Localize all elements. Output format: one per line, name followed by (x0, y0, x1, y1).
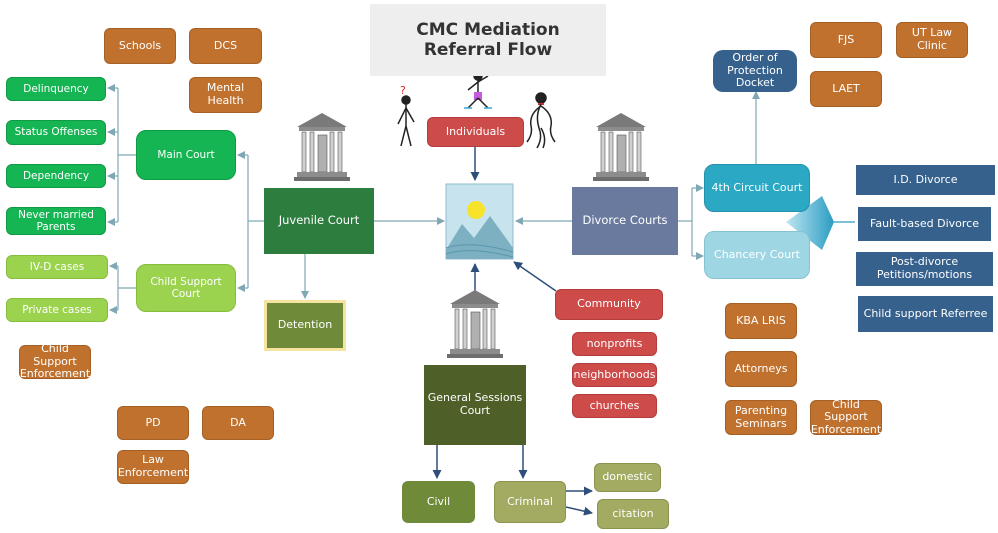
node-pd[interactable]: PD (117, 406, 189, 440)
node-main-court[interactable]: Main Court (136, 130, 236, 180)
node-id-divorce[interactable]: I.D. Divorce (856, 165, 995, 195)
courthouse-icon (593, 113, 649, 181)
node-general-sessions-court[interactable]: General Sessions Court (424, 365, 526, 445)
node-ut-law-clinic[interactable]: UT Law Clinic (896, 22, 968, 58)
node-da[interactable]: DA (202, 406, 274, 440)
node-child-support-enforcement-right[interactable]: Child Support Enforcement (810, 397, 882, 436)
node-citation[interactable]: citation (597, 499, 669, 529)
node-chancery-court[interactable]: Chancery Court (704, 231, 810, 279)
big-arrow-icon (786, 196, 855, 250)
node-child-support-court[interactable]: Child Support Court (136, 264, 236, 312)
node-delinquency[interactable]: Delinquency (6, 77, 106, 101)
node-dcs[interactable]: DCS (189, 28, 262, 64)
node-schools[interactable]: Schools (104, 28, 176, 64)
node-fourth-circuit-court[interactable]: 4th Circuit Court (704, 164, 810, 212)
node-child-support-referee[interactable]: Child support Referree (858, 296, 993, 332)
node-law-enforcement[interactable]: Law Enforcement (117, 450, 189, 484)
svg-text:?: ? (400, 84, 406, 97)
mediation-center-image (445, 183, 514, 260)
person-icon (526, 92, 556, 149)
node-mental-health[interactable]: Mental Health (189, 77, 262, 113)
node-juvenile-court[interactable]: Juvenile Court (264, 188, 374, 254)
node-neighborhoods[interactable]: neighborhoods (572, 363, 657, 387)
page-title: CMC Mediation Referral Flow (370, 4, 606, 76)
main-court-connectors (107, 84, 136, 226)
node-attorneys[interactable]: Attorneys (725, 351, 797, 387)
node-fault-based-divorce[interactable]: Fault-based Divorce (858, 207, 991, 241)
node-ivd-cases[interactable]: IV-D cases (6, 255, 108, 279)
child-support-court-connectors (109, 262, 136, 314)
node-post-divorce-petitions[interactable]: Post-divorce Petitions/motions (856, 252, 993, 286)
node-divorce-courts[interactable]: Divorce Courts (572, 187, 678, 255)
node-domestic[interactable]: domestic (594, 463, 661, 492)
node-kba-lris[interactable]: KBA LRIS (725, 303, 797, 339)
courthouse-icon (294, 113, 350, 181)
divorce-court-connectors (515, 91, 760, 260)
node-fjs[interactable]: FJS (810, 22, 882, 58)
node-community[interactable]: Community (555, 289, 663, 320)
node-nonprofits[interactable]: nonprofits (572, 332, 657, 356)
person-icon: ? (397, 84, 415, 147)
node-dependency[interactable]: Dependency (6, 164, 106, 188)
node-churches[interactable]: churches (572, 394, 657, 418)
node-criminal[interactable]: Criminal (494, 481, 566, 523)
node-child-support-enforcement-left[interactable]: Child Support Enforcement (19, 342, 91, 381)
node-never-married-parents[interactable]: Never married Parents (6, 207, 106, 235)
node-private-cases[interactable]: Private cases (6, 298, 108, 322)
node-individuals[interactable]: Individuals (427, 117, 524, 147)
node-status-offenses[interactable]: Status Offenses (6, 120, 106, 145)
juvenile-court-connectors (237, 151, 445, 299)
node-civil[interactable]: Civil (402, 481, 475, 523)
node-detention[interactable]: Detention (264, 300, 346, 351)
node-order-of-protection-docket[interactable]: Order of Protection Docket (713, 50, 797, 92)
courthouse-icon (447, 290, 503, 358)
node-laet[interactable]: LAET (810, 71, 882, 107)
node-parenting-seminars[interactable]: Parenting Seminars (725, 400, 797, 435)
